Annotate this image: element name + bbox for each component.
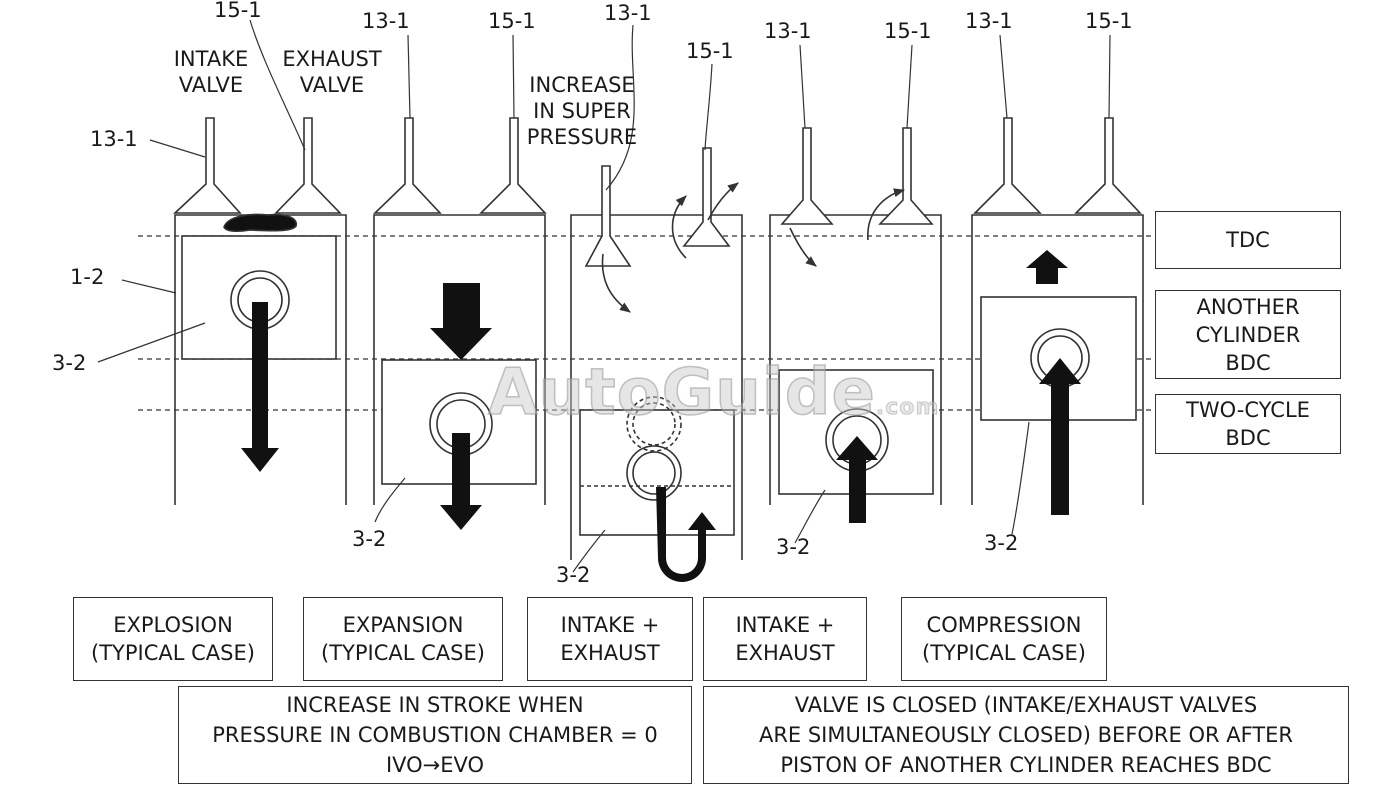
ref-exhaust-valve-4: 15-1 — [884, 19, 932, 43]
ref-piston-5: 3-2 — [984, 531, 1019, 555]
ref-exhaust-valve-2: 15-1 — [488, 9, 536, 33]
cylinder-expansion — [373, 117, 547, 530]
intake-valve-2 — [373, 117, 442, 214]
intake-valve-3-open — [584, 165, 632, 267]
ref-intake-valve-4: 13-1 — [764, 19, 812, 43]
piston-arrow-4 — [836, 436, 878, 523]
exhaust-valve-3-open — [682, 147, 731, 247]
intake-valve-4-open — [780, 127, 834, 225]
watermark: AutoGuide.com — [487, 355, 940, 431]
intake-valve-5 — [973, 117, 1042, 214]
ref-cylinder: 1-2 — [70, 265, 105, 289]
ref-intake-valve-2: 13-1 — [362, 9, 410, 33]
ref-piston-4: 3-2 — [776, 535, 811, 559]
cylinder-intake-exhaust-2 — [769, 127, 942, 523]
ref-exhaust-valve-1: 15-1 — [214, 0, 262, 22]
ref-intake-valve-5: 13-1 — [965, 9, 1013, 33]
ref-intake-valve-3: 13-1 — [604, 1, 652, 25]
tdc-box: TDC — [1155, 211, 1341, 269]
gas-pressure-arrow — [430, 283, 492, 360]
intake-valve-1 — [172, 117, 242, 214]
exhaust-valve-5 — [1074, 117, 1142, 214]
exhaust-valve-1 — [274, 117, 342, 214]
stage-intake-exhaust-1: INTAKE +EXHAUST — [527, 597, 693, 681]
piston-arrow-3-reversal — [656, 487, 716, 582]
piston-arrow-1 — [241, 302, 279, 472]
tdc-direction-arrow — [1026, 250, 1068, 284]
combustion-flame — [223, 213, 297, 233]
piston-arrow-2 — [440, 433, 482, 530]
cylinder-explosion — [172, 117, 347, 505]
exhaust-valve-2 — [479, 117, 547, 214]
leader-lines — [97, 19, 1111, 573]
stage-expansion: EXPANSION(TYPICAL CASE) — [303, 597, 503, 681]
ref-intake-valve-1: 13-1 — [90, 127, 138, 151]
ref-piston-2: 3-2 — [352, 527, 387, 551]
stage-intake-exhaust-2: INTAKE +EXHAUST — [703, 597, 867, 681]
cylinder-intake-exhaust-1 — [570, 147, 743, 582]
piston-arrow-5 — [1039, 358, 1081, 515]
ref-piston-3: 3-2 — [556, 563, 591, 587]
cylinder-compression — [971, 117, 1144, 515]
stage-explosion: EXPLOSION(TYPICAL CASE) — [73, 597, 273, 681]
exhaust-valve-4-open — [878, 127, 934, 225]
stage-compression: COMPRESSION(TYPICAL CASE) — [901, 597, 1107, 681]
ref-exhaust-valve-3: 15-1 — [686, 39, 734, 63]
ref-piston-1: 3-2 — [52, 351, 87, 375]
ref-exhaust-valve-5: 15-1 — [1085, 9, 1133, 33]
